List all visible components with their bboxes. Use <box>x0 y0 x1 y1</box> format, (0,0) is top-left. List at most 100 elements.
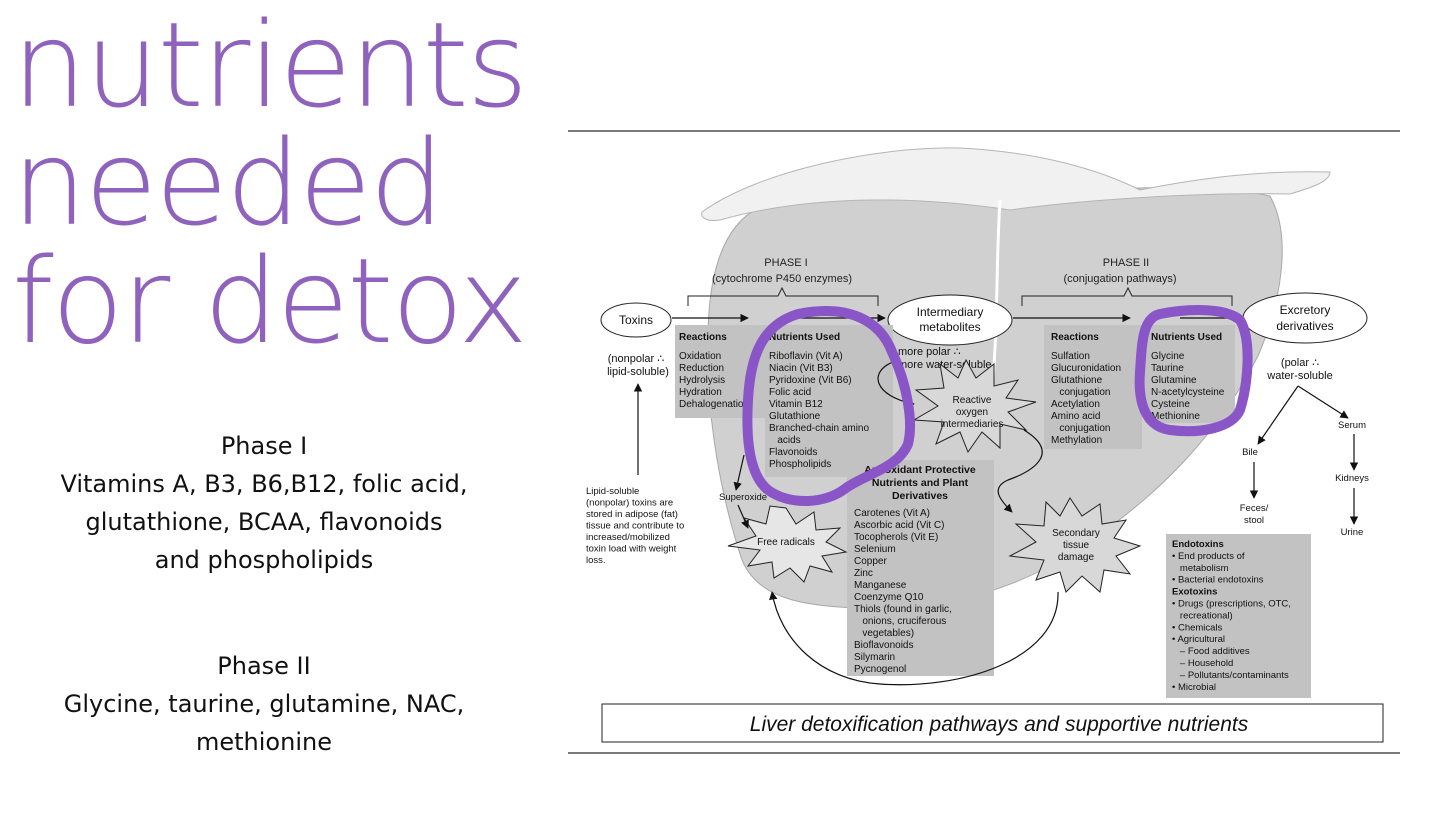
phase-1-summary-line: glutathione, BCAA, flavonoids <box>85 508 443 536</box>
toxin-sources-item: • Bacterial endotoxins <box>1172 575 1264 586</box>
title-line-2: needed <box>12 114 444 252</box>
ros-label: Reactive <box>953 395 992 406</box>
toxin-sources-item: • Microbial <box>1172 682 1216 693</box>
nutrient-item: Riboflavin (Vit A) <box>769 351 843 362</box>
arrow-ros-secondary <box>997 429 1043 513</box>
title-line-1: nutrients <box>12 0 528 134</box>
arrow-superoxide-down <box>733 454 745 491</box>
phase-1-nutrients-box <box>765 325 893 477</box>
toxin-sources-item: recreational) <box>1172 610 1233 621</box>
reaction-item: Hydrolysis <box>679 375 725 386</box>
nutrient-item: Methionine <box>1151 411 1200 422</box>
intermediary-note: more polar ∴ <box>898 346 961 358</box>
free-radicals-burst <box>727 505 848 583</box>
phase-1-label: PHASE I <box>764 257 807 269</box>
nutrient-item: N-acetylcysteine <box>1151 387 1225 398</box>
phase-2-label: PHASE II <box>1103 257 1149 269</box>
phase-1-nutrients: Nutrients Used Riboflavin (Vit A)Niacin … <box>769 332 869 470</box>
nutrient-item: Vitamin B12 <box>769 399 823 410</box>
phase-2-summary-line: methionine <box>196 728 332 756</box>
phase-2-brace <box>1021 286 1233 306</box>
antioxidant-item: Manganese <box>854 580 907 591</box>
antioxidant-item: onions, cruciferous <box>854 616 946 627</box>
reaction-item: conjugation <box>1051 423 1111 434</box>
nutrient-item: Glycine <box>1151 351 1185 362</box>
toxin-sources-box <box>1166 534 1311 698</box>
reaction-item: Glucuronidation <box>1051 363 1121 374</box>
ros-label: intermediaries <box>941 419 1004 430</box>
arrow-excretory-bile <box>1257 385 1299 445</box>
phase-2-sublabel: (conjugation pathways) <box>1063 273 1176 285</box>
phase-2-reactions-box <box>1044 325 1142 449</box>
phase-1-summary: Phase I Vitamins A, B3, B6,B12, folic ac… <box>14 427 514 579</box>
reaction-item: Dehalogenation <box>679 399 749 410</box>
phase-1-summary-heading: Phase I <box>220 432 308 460</box>
phase-2-summary-line: Glycine, taurine, glutamine, NAC, <box>63 690 465 718</box>
box-heading: Derivatives <box>892 490 948 502</box>
secondary-damage-burst <box>1008 497 1142 593</box>
phase-2-nutrients: Nutrients Used GlycineTaurineGlutamineN-… <box>1151 332 1225 422</box>
nutrient-item: Pyridoxine (Vit B6) <box>769 375 852 386</box>
phase-1-reactions: Reactions OxidationReductionHydrolysisHy… <box>679 332 749 410</box>
reaction-item: Oxidation <box>679 351 721 362</box>
phase-2-summary: Phase II Glycine, taurine, glutamine, NA… <box>14 647 514 761</box>
antioxidant-item: Pycnogenol <box>854 664 906 675</box>
toxins-oval <box>600 302 672 338</box>
free-radicals-label: Free radicals <box>757 537 815 548</box>
excretory-note: water-soluble <box>1266 370 1332 382</box>
phase-2-reactions: Reactions SulfationGlucuronidationGlutat… <box>1051 332 1121 446</box>
toxin-sources: Endotoxins• End products of metabolism• … <box>1172 539 1291 693</box>
phase-1-highlight <box>742 306 915 506</box>
nutrient-item: acids <box>769 435 801 446</box>
phase-1-brace <box>687 286 879 306</box>
toxin-sources-item: • End products of <box>1172 551 1245 562</box>
reaction-item: Reduction <box>679 363 724 374</box>
reaction-item: Acetylation <box>1051 399 1100 410</box>
nutrient-item: Cysteine <box>1151 399 1190 410</box>
lipid-note-line: tissue and contribute to <box>586 521 684 532</box>
toxin-sources-item: – Household <box>1172 658 1233 669</box>
nutrient-item: Glutathione <box>769 411 821 422</box>
phase-2-highlight <box>1134 305 1253 437</box>
bile-label: Bile <box>1242 447 1258 458</box>
toxin-sources-item: metabolism <box>1172 563 1229 574</box>
toxin-sources-item: • Agricultural <box>1172 634 1225 645</box>
kidneys-label: Kidneys <box>1335 473 1369 484</box>
phase-1-summary-line: Vitamins A, B3, B6,B12, folic acid, <box>60 470 468 498</box>
feces-label: Feces/ <box>1240 503 1269 514</box>
phase-1-sublabel: (cytochrome P450 enzymes) <box>712 273 852 285</box>
nutrient-item: Niacin (Vit B3) <box>769 363 833 374</box>
reaction-item: Glutathione <box>1051 375 1103 386</box>
reaction-item: Amino acid <box>1051 411 1100 422</box>
phase-2-summary-heading: Phase II <box>217 652 311 680</box>
toxins-note: (nonpolar ∴ <box>608 353 665 365</box>
lipid-note-line: loss. <box>586 555 606 566</box>
phase-1-summary-line: and phospholipids <box>154 546 374 574</box>
arrow-excretory-serum <box>1297 385 1349 419</box>
box-heading: Nutrients Used <box>769 332 840 343</box>
box-heading: Reactions <box>1051 332 1099 343</box>
lipid-note-line: (nonpolar) toxins are <box>586 498 673 509</box>
intermediary-oval <box>887 294 1013 346</box>
lipid-note-line: stored in adipose (fat) <box>586 509 678 520</box>
reaction-item: Sulfation <box>1051 351 1090 362</box>
intermediary-label: metabolites <box>919 320 980 334</box>
nutrient-item: Folic acid <box>769 387 811 398</box>
arrow-loop-secondary <box>769 591 1059 686</box>
reaction-item: Methylation <box>1051 435 1102 446</box>
liver-detox-diagram: PHASE I (cytochrome P450 enzymes) PHASE … <box>568 130 1400 754</box>
toxin-sources-item: – Food additives <box>1172 646 1250 657</box>
antioxidant-item: Carotenes (Vit A) <box>854 508 930 519</box>
antioxidant-item: vegetables) <box>854 628 914 639</box>
toxin-sources-heading: Endotoxins <box>1172 539 1224 550</box>
nutrient-item: Glutamine <box>1151 375 1197 386</box>
nutrient-item: Taurine <box>1151 363 1184 374</box>
toxins-label: Toxins <box>619 313 653 327</box>
intermediary-label: Intermediary <box>917 305 984 319</box>
reaction-item: conjugation <box>1051 387 1111 398</box>
secondary-label: tissue <box>1063 540 1090 551</box>
antioxidant-item: Thiols (found in garlic, <box>854 604 952 615</box>
serum-label: Serum <box>1338 420 1366 431</box>
antioxidant-item: Bioflavonoids <box>854 640 913 651</box>
phase-2-nutrients-box <box>1145 325 1235 423</box>
